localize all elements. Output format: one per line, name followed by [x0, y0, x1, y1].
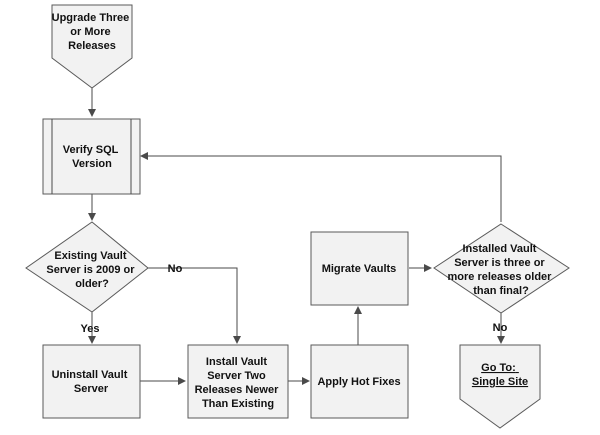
hot-fixes-shape [310, 344, 409, 419]
node-install-vault-two-releases: Install Vault Server Two Releases Newer … [187, 344, 289, 419]
node-apply-hot-fixes: Apply Hot Fixes [310, 344, 409, 419]
start-connector-shape [51, 4, 133, 89]
node-uninstall-vault-server: Uninstall Vault Server [42, 344, 141, 419]
migrate-label: Migrate Vaults [322, 263, 397, 275]
uninstall-label: Uninstall Vault Server [52, 369, 131, 395]
install-two-shape [187, 344, 289, 419]
edge-installed-loop-to-verify [140, 152, 502, 222]
node-migrate-vaults: Migrate Vaults [310, 231, 409, 306]
edge-labels: Yes No No [81, 263, 508, 335]
installed-vault-diamond [433, 223, 570, 314]
edges [88, 88, 505, 385]
start-label: Upgrade Three or More Releases [52, 12, 133, 52]
node-installed-vault-decision: Installed Vault Server is three or more … [433, 223, 570, 314]
node-existing-vault-decision: Existing Vault Server is 2009 or older? [25, 221, 149, 313]
verify-sql-label: Verify SQL Version [63, 144, 122, 170]
node-goto-single-site: Go To: Single Site [459, 344, 541, 429]
edge-label-no-existing: No [168, 263, 183, 275]
existing-vault-label: Existing Vault Server is 2009 or older? [46, 250, 137, 290]
goto-label: Go To: Single Site [472, 362, 528, 388]
edge-existing-no-to-install [148, 267, 241, 344]
edge-label-yes: Yes [81, 323, 100, 335]
node-upgrade-three-or-more: Upgrade Three or More Releases [51, 4, 133, 89]
installed-vault-label: Installed Vault Server is three or more … [447, 243, 554, 297]
migrate-shape [310, 231, 409, 306]
uninstall-shape [42, 344, 141, 419]
hot-fixes-label: Apply Hot Fixes [317, 376, 400, 388]
verify-sql-shape [42, 118, 141, 195]
goto-connector-shape [459, 344, 541, 429]
node-verify-sql-version: Verify SQL Version [42, 118, 141, 195]
edge-label-no-installed: No [493, 322, 508, 334]
existing-vault-diamond [25, 221, 149, 313]
install-two-label: Install Vault Server Two Releases Newer … [195, 356, 282, 410]
